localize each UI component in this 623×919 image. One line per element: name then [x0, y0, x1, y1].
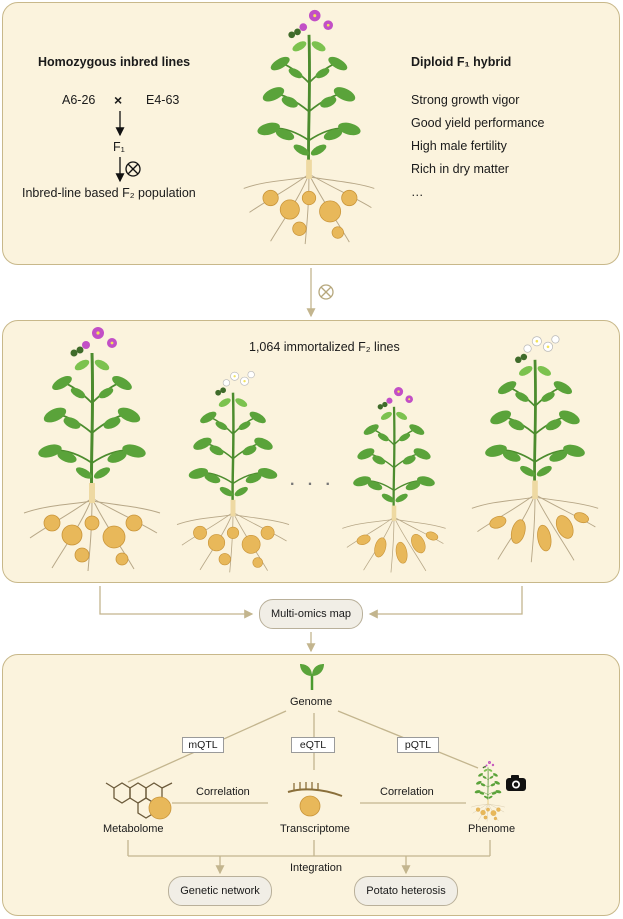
- f2-line-plant-illustration: [338, 384, 450, 574]
- cross-symbol: ×: [114, 92, 123, 108]
- metabolome-label: Metabolome: [103, 823, 164, 835]
- top-panel: [2, 2, 620, 265]
- trait-item: Strong growth vigor: [411, 93, 520, 107]
- f1-label: F₁: [113, 140, 125, 154]
- f2-line-plant-illustration: [470, 322, 600, 574]
- eqtl-box: eQTL: [291, 737, 335, 753]
- f2-line-plant-illustration: [172, 368, 294, 574]
- phenome-label: Phenome: [468, 823, 516, 835]
- inbred-lines-heading: Homozygous inbred lines: [38, 55, 191, 69]
- f1-hybrid-heading: Diploid F₁ hybrid: [411, 55, 512, 69]
- parent-b-label: E4-63: [146, 93, 180, 107]
- seedling-icon: [300, 664, 324, 690]
- transcriptome-label: Transcriptome: [280, 823, 350, 835]
- correlation-label: Correlation: [380, 786, 434, 798]
- selfing-icon: [125, 161, 141, 177]
- metabolite-molecule-icon: [105, 782, 173, 820]
- f2-line-plant-illustration: [22, 322, 162, 574]
- trait-item: …: [411, 185, 424, 199]
- pqtl-box: pQTL: [397, 737, 439, 753]
- integration-label: Integration: [288, 862, 344, 874]
- potato-heterosis-node: Potato heterosis: [354, 876, 458, 906]
- camera-icon: [506, 775, 526, 791]
- hybrid-plant-illustration: [234, 6, 384, 246]
- rna-transcript-icon: [287, 782, 343, 817]
- parent-a-label: A6-26: [62, 93, 96, 107]
- multi-omics-map-node: Multi-omics map: [259, 599, 363, 629]
- ellipsis: · · ·: [290, 476, 335, 493]
- genome-label: Genome: [290, 696, 333, 708]
- selfing-icon: [318, 284, 334, 300]
- immortalized-lines-title: 1,064 immortalized F₂ lines: [249, 340, 400, 354]
- phenome-plant-icon: [468, 760, 508, 822]
- f2-population-label: Inbred-line based F₂ population: [22, 186, 196, 200]
- trait-item: Good yield performance: [411, 116, 545, 130]
- trait-item: High male fertility: [411, 139, 507, 153]
- correlation-label: Correlation: [196, 786, 250, 798]
- genetic-network-node: Genetic network: [168, 876, 272, 906]
- trait-item: Rich in dry matter: [411, 162, 509, 176]
- mqtl-box: mQTL: [182, 737, 224, 753]
